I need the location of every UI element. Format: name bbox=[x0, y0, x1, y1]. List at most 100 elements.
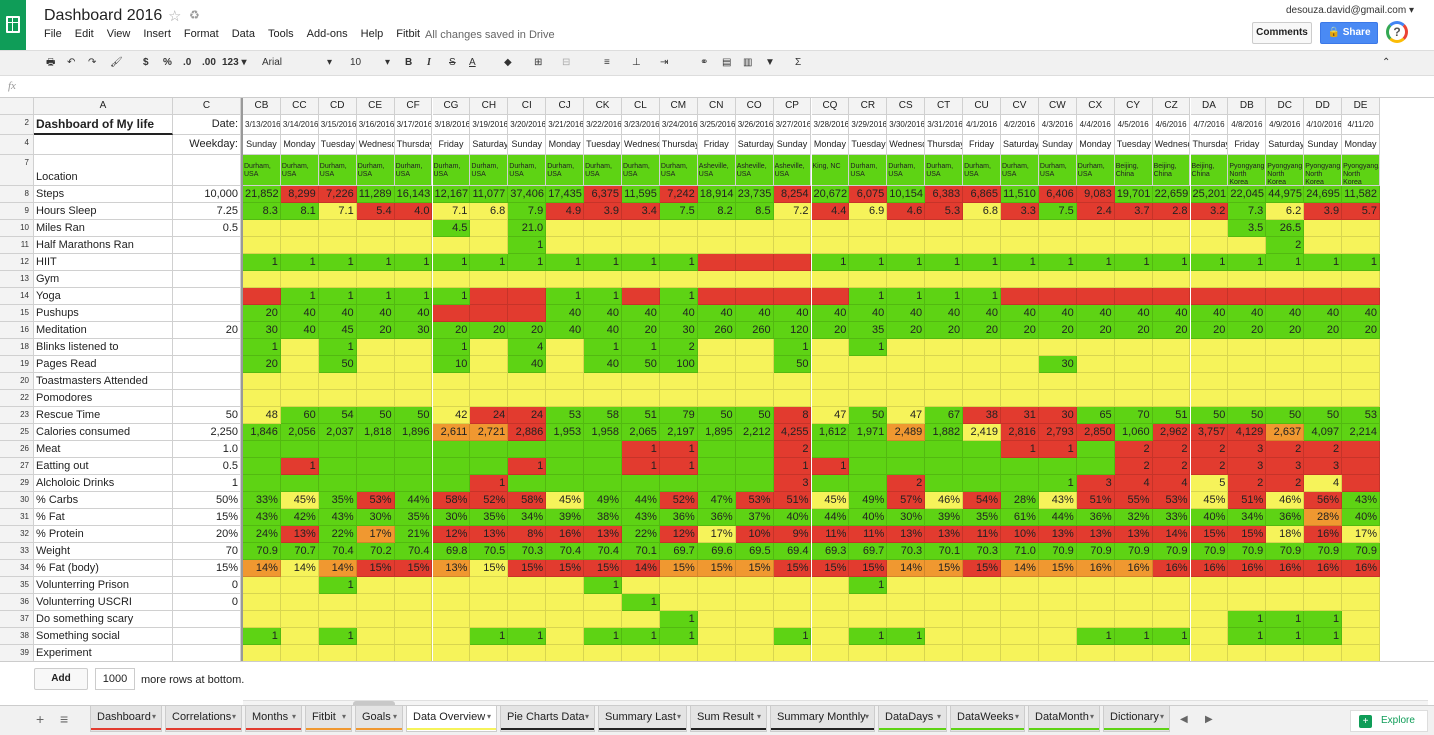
data-cell[interactable] bbox=[318, 220, 357, 237]
sheet-tab-goals[interactable]: Goals▾ bbox=[355, 706, 403, 732]
column-header[interactable]: CM bbox=[659, 98, 698, 115]
data-cell[interactable]: 2 bbox=[1266, 475, 1305, 492]
data-cell[interactable] bbox=[1001, 594, 1039, 611]
data-cell[interactable] bbox=[963, 441, 1001, 458]
data-cell[interactable] bbox=[887, 237, 926, 254]
metric-label[interactable]: Meat bbox=[34, 441, 173, 458]
data-cell[interactable] bbox=[887, 441, 926, 458]
data-cell[interactable]: 50 bbox=[1190, 407, 1229, 424]
data-cell[interactable] bbox=[963, 458, 1001, 475]
data-cell[interactable]: 16,143 bbox=[394, 186, 433, 203]
metric-label[interactable]: Gym bbox=[34, 271, 173, 288]
data-cell[interactable] bbox=[1304, 339, 1343, 356]
location-cell[interactable]: Beijing, China bbox=[1152, 155, 1191, 186]
data-cell[interactable]: 11% bbox=[811, 526, 850, 543]
data-cell[interactable]: 1 bbox=[887, 628, 926, 645]
data-cell[interactable]: 40 bbox=[356, 305, 395, 322]
data-cell[interactable]: 1 bbox=[622, 254, 660, 271]
row-number[interactable]: 8 bbox=[0, 186, 34, 203]
menu-insert[interactable]: Insert bbox=[143, 28, 171, 40]
data-cell[interactable] bbox=[735, 458, 774, 475]
data-cell[interactable] bbox=[1190, 237, 1229, 254]
tab-menu-caret-icon[interactable]: ▾ bbox=[392, 712, 397, 721]
date-cell[interactable]: 3/20/2016 bbox=[508, 115, 547, 135]
data-cell[interactable] bbox=[925, 628, 964, 645]
data-cell[interactable] bbox=[925, 441, 964, 458]
data-cell[interactable]: 6,865 bbox=[963, 186, 1001, 203]
data-cell[interactable]: 70.9 bbox=[1304, 543, 1343, 560]
weekday-cell[interactable]: Wednesday bbox=[887, 135, 926, 155]
location-cell[interactable]: Beijing, China bbox=[1190, 155, 1229, 186]
data-cell[interactable] bbox=[546, 594, 585, 611]
data-cell[interactable] bbox=[1001, 373, 1039, 390]
data-cell[interactable]: 70.9 bbox=[243, 543, 281, 560]
data-cell[interactable] bbox=[508, 305, 547, 322]
data-cell[interactable]: 4,097 bbox=[1304, 424, 1343, 441]
location-cell[interactable]: Asheville, USA bbox=[697, 155, 736, 186]
weekday-cell[interactable]: Friday bbox=[432, 135, 471, 155]
data-cell[interactable]: 70.1 bbox=[622, 543, 660, 560]
data-cell[interactable]: 7.2 bbox=[773, 203, 812, 220]
weekday-cell[interactable]: Tuesday bbox=[318, 135, 357, 155]
row-number[interactable]: 38 bbox=[0, 628, 34, 645]
data-cell[interactable] bbox=[508, 611, 547, 628]
data-cell[interactable] bbox=[1228, 594, 1267, 611]
data-cell[interactable] bbox=[470, 288, 509, 305]
data-cell[interactable]: 23,735 bbox=[735, 186, 774, 203]
metric-target[interactable] bbox=[173, 628, 241, 645]
tab-menu-caret-icon[interactable]: ▾ bbox=[341, 712, 346, 721]
data-cell[interactable] bbox=[925, 594, 964, 611]
data-cell[interactable]: 22% bbox=[318, 526, 357, 543]
data-cell[interactable]: 1 bbox=[280, 254, 319, 271]
data-cell[interactable]: 9,083 bbox=[1076, 186, 1115, 203]
location-cell[interactable]: Durham, USA bbox=[849, 155, 888, 186]
data-cell[interactable] bbox=[1114, 645, 1153, 661]
data-cell[interactable] bbox=[1114, 271, 1153, 288]
data-cell[interactable] bbox=[811, 237, 850, 254]
data-cell[interactable] bbox=[1114, 390, 1153, 407]
location-cell[interactable]: Beijing, China bbox=[1114, 155, 1153, 186]
data-cell[interactable] bbox=[1266, 577, 1305, 594]
row-number[interactable]: 34 bbox=[0, 560, 34, 577]
data-cell[interactable]: 40 bbox=[1114, 305, 1153, 322]
data-cell[interactable]: 120 bbox=[773, 322, 812, 339]
data-cell[interactable]: 15% bbox=[849, 560, 888, 577]
data-cell[interactable]: 16% bbox=[1266, 560, 1305, 577]
data-cell[interactable] bbox=[318, 475, 357, 492]
data-cell[interactable]: 28% bbox=[1304, 509, 1343, 526]
weekday-cell[interactable]: Monday bbox=[280, 135, 319, 155]
data-cell[interactable]: 14% bbox=[280, 560, 319, 577]
metric-label[interactable]: Toastmasters Attended bbox=[34, 373, 173, 390]
data-cell[interactable] bbox=[1114, 220, 1153, 237]
data-cell[interactable]: 40 bbox=[546, 305, 585, 322]
data-cell[interactable]: 1,958 bbox=[584, 424, 622, 441]
weekday-cell[interactable]: Friday bbox=[963, 135, 1001, 155]
data-cell[interactable]: 4.6 bbox=[887, 203, 926, 220]
weekday-cell[interactable]: Sunday bbox=[773, 135, 812, 155]
data-cell[interactable] bbox=[1001, 475, 1039, 492]
insert-chart-icon[interactable]: ▥ bbox=[743, 57, 753, 68]
data-cell[interactable]: 17% bbox=[697, 526, 736, 543]
data-cell[interactable] bbox=[356, 594, 395, 611]
data-cell[interactable]: 70.9 bbox=[1342, 543, 1380, 560]
data-cell[interactable] bbox=[1304, 594, 1343, 611]
data-cell[interactable]: 50 bbox=[735, 407, 774, 424]
add-rows-count-input[interactable]: 1000 bbox=[95, 668, 135, 690]
data-cell[interactable]: 40 bbox=[280, 322, 319, 339]
horizontal-align-icon[interactable]: ≡ bbox=[604, 57, 610, 68]
data-cell[interactable]: 14% bbox=[1152, 526, 1191, 543]
data-cell[interactable] bbox=[394, 390, 433, 407]
data-cell[interactable] bbox=[811, 339, 850, 356]
data-cell[interactable]: 30 bbox=[1038, 407, 1077, 424]
data-cell[interactable]: 1 bbox=[470, 475, 509, 492]
data-cell[interactable] bbox=[1001, 220, 1039, 237]
data-cell[interactable] bbox=[622, 271, 660, 288]
data-cell[interactable]: 70.2 bbox=[356, 543, 395, 560]
data-cell[interactable]: 40% bbox=[1342, 509, 1380, 526]
data-cell[interactable]: 1 bbox=[811, 458, 850, 475]
data-cell[interactable] bbox=[697, 288, 736, 305]
data-cell[interactable] bbox=[546, 441, 585, 458]
data-cell[interactable] bbox=[887, 390, 926, 407]
data-cell[interactable]: 3 bbox=[1228, 458, 1267, 475]
